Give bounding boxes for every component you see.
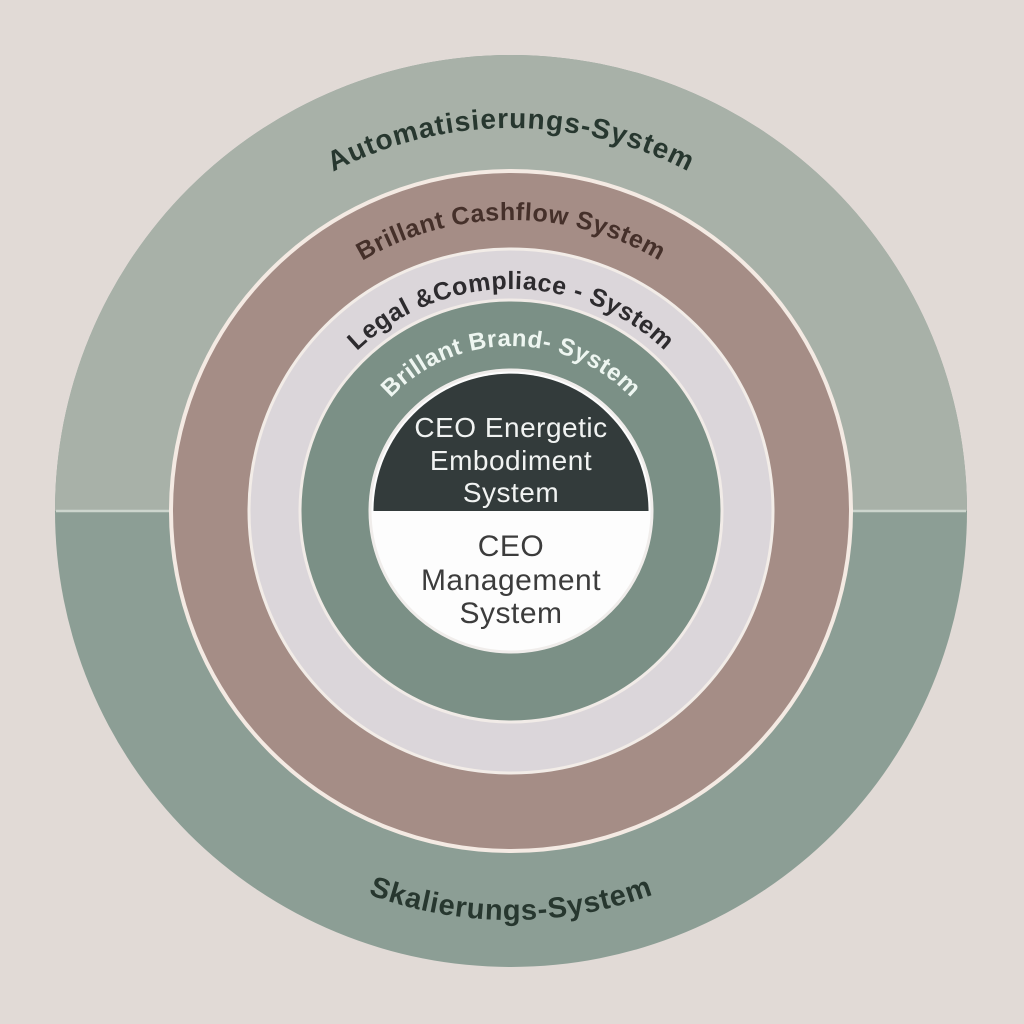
center-circle-top-half xyxy=(373,373,649,511)
center-top-line-3: System xyxy=(463,477,559,508)
center-bottom-line-2: Management xyxy=(421,564,601,597)
center-top-line-1: CEO Energetic xyxy=(414,412,607,443)
center-bottom-line-3: System xyxy=(459,597,562,630)
center-top-line-2: Embodiment xyxy=(430,445,592,476)
center-bottom-line-1: CEO xyxy=(478,530,545,563)
